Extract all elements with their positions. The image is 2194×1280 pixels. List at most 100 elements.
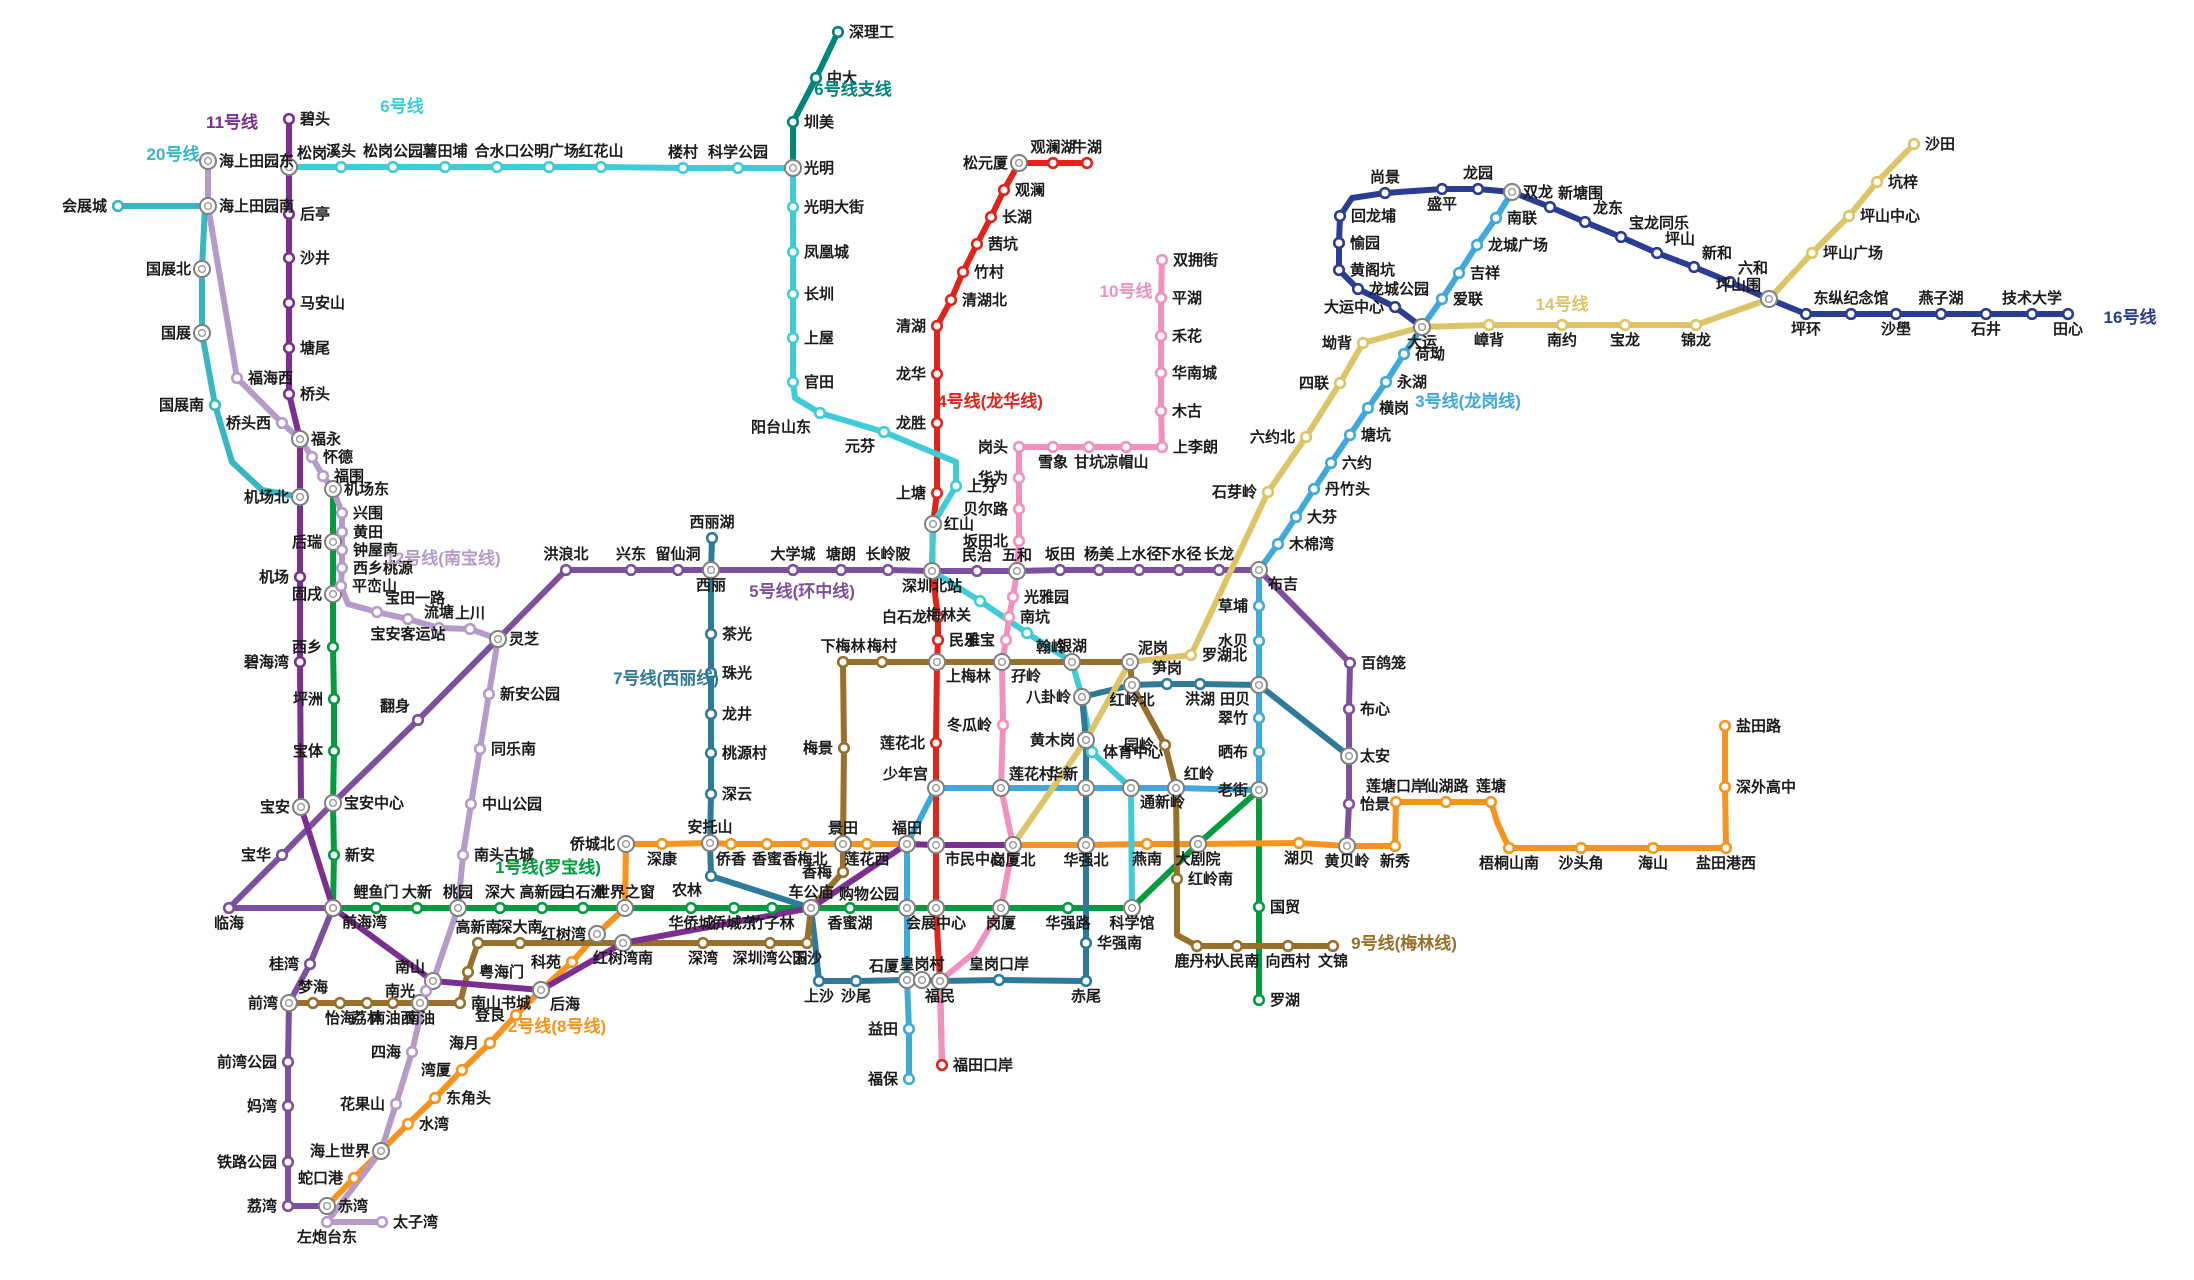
station[interactable] xyxy=(199,197,217,215)
station[interactable] xyxy=(786,331,800,345)
station-icon[interactable] xyxy=(1252,745,1266,759)
station[interactable] xyxy=(704,707,718,721)
station[interactable] xyxy=(931,972,949,990)
station-icon[interactable] xyxy=(320,1215,334,1229)
station-icon[interactable] xyxy=(786,287,800,301)
station[interactable] xyxy=(324,899,342,917)
interchange-station-icon[interactable] xyxy=(784,159,802,177)
station-icon[interactable] xyxy=(1482,318,1496,332)
station-icon[interactable] xyxy=(1470,238,1484,252)
interchange-station-icon[interactable] xyxy=(702,561,720,579)
station-icon[interactable] xyxy=(369,901,383,915)
station-icon[interactable] xyxy=(944,293,958,307)
station-icon[interactable] xyxy=(1471,182,1485,196)
interchange-station-icon[interactable] xyxy=(898,899,916,917)
station[interactable] xyxy=(704,627,718,641)
station[interactable] xyxy=(927,836,945,854)
station[interactable] xyxy=(1356,336,1370,350)
station-icon[interactable] xyxy=(1574,841,1588,855)
station-icon[interactable] xyxy=(1870,175,1884,189)
station[interactable] xyxy=(281,1099,295,1113)
station-icon[interactable] xyxy=(401,612,415,626)
station[interactable] xyxy=(1340,747,1358,765)
station-icon[interactable] xyxy=(1452,266,1466,280)
station-icon[interactable] xyxy=(1719,841,1733,855)
station[interactable] xyxy=(401,1117,415,1131)
interchange-station-icon[interactable] xyxy=(616,899,634,917)
station-icon[interactable] xyxy=(386,160,400,174)
station-icon[interactable] xyxy=(973,594,987,608)
station[interactable] xyxy=(282,207,296,221)
station-icon[interactable] xyxy=(1889,307,1903,321)
station[interactable] xyxy=(1172,563,1186,577)
station-icon[interactable] xyxy=(208,398,222,412)
station[interactable] xyxy=(316,469,330,483)
station[interactable] xyxy=(984,210,998,224)
station-icon[interactable] xyxy=(931,610,945,624)
interchange-station-icon[interactable] xyxy=(614,934,632,952)
station[interactable] xyxy=(1361,401,1375,415)
station-icon[interactable] xyxy=(1502,841,1516,855)
station[interactable] xyxy=(483,1036,497,1050)
station-icon[interactable] xyxy=(1085,745,1099,759)
station[interactable] xyxy=(1053,563,1067,577)
station-icon[interactable] xyxy=(482,687,496,701)
station[interactable] xyxy=(944,293,958,307)
station[interactable] xyxy=(784,159,802,177)
station[interactable] xyxy=(1252,634,1266,648)
station-icon[interactable] xyxy=(877,425,891,439)
station-icon[interactable] xyxy=(843,901,857,915)
station[interactable] xyxy=(327,848,341,862)
station-icon[interactable] xyxy=(786,115,800,129)
station[interactable] xyxy=(798,837,812,851)
station[interactable] xyxy=(970,237,984,251)
station-icon[interactable] xyxy=(282,387,296,401)
station-icon[interactable] xyxy=(493,901,507,915)
station[interactable] xyxy=(913,971,931,989)
station-icon[interactable] xyxy=(509,1008,523,1022)
station[interactable] xyxy=(786,375,800,389)
station[interactable] xyxy=(333,996,347,1010)
station-icon[interactable] xyxy=(565,955,579,969)
station-icon[interactable] xyxy=(836,865,850,879)
station-icon[interactable] xyxy=(1012,502,1026,516)
station[interactable] xyxy=(282,341,296,355)
station[interactable] xyxy=(786,287,800,301)
station[interactable] xyxy=(193,324,211,342)
interchange-station-icon[interactable] xyxy=(489,630,507,648)
station[interactable] xyxy=(724,837,738,851)
station[interactable] xyxy=(1439,795,1453,809)
station-icon[interactable] xyxy=(809,71,823,85)
station-icon[interactable] xyxy=(1046,156,1060,170)
station[interactable] xyxy=(898,835,916,853)
station[interactable] xyxy=(432,621,446,635)
station[interactable] xyxy=(1689,318,1703,332)
station[interactable] xyxy=(999,633,1013,647)
station-icon[interactable] xyxy=(594,160,608,174)
station[interactable] xyxy=(509,1008,523,1022)
station[interactable] xyxy=(1889,307,1903,321)
station[interactable] xyxy=(401,612,415,626)
station-icon[interactable] xyxy=(347,1171,361,1185)
station[interactable] xyxy=(318,1197,336,1215)
station[interactable] xyxy=(931,610,945,624)
station[interactable] xyxy=(559,563,573,577)
station-icon[interactable] xyxy=(1333,376,1347,390)
station-icon[interactable] xyxy=(1361,401,1375,415)
station[interactable] xyxy=(193,260,211,278)
station-icon[interactable] xyxy=(1012,471,1026,485)
interchange-station-icon[interactable] xyxy=(927,899,945,917)
station-icon[interactable] xyxy=(401,1117,415,1131)
station[interactable] xyxy=(386,160,400,174)
station[interactable] xyxy=(1289,510,1303,524)
station[interactable] xyxy=(676,161,690,175)
station[interactable] xyxy=(1190,939,1204,953)
station-icon[interactable] xyxy=(1907,137,1921,151)
station-icon[interactable] xyxy=(1082,440,1096,454)
station[interactable] xyxy=(1687,260,1701,274)
station[interactable] xyxy=(929,736,943,750)
station[interactable] xyxy=(1435,292,1449,306)
station-icon[interactable] xyxy=(293,655,307,669)
station-icon[interactable] xyxy=(727,901,741,915)
station-icon[interactable] xyxy=(765,901,779,915)
